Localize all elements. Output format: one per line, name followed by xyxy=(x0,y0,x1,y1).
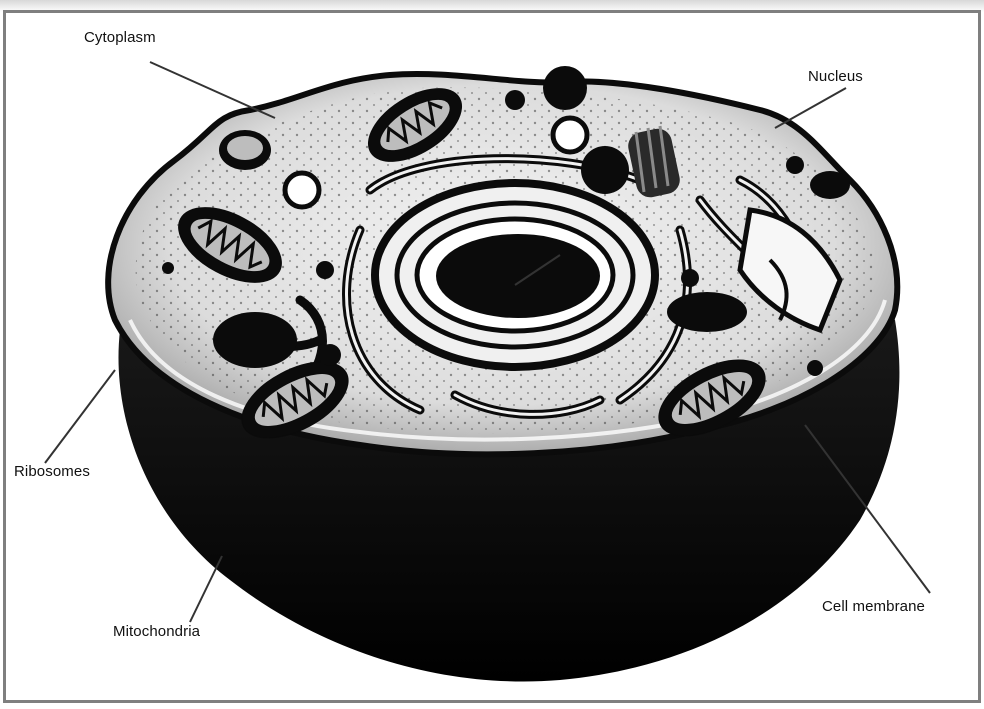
label-ribosomes: Ribosomes xyxy=(14,463,90,480)
label-mitochondria: Mitochondria xyxy=(113,623,200,640)
label-cytoplasm: Cytoplasm xyxy=(84,29,156,46)
label-cell-membrane: Cell membrane xyxy=(822,598,925,615)
label-nucleus: Nucleus xyxy=(808,68,863,85)
nucleus-organelle xyxy=(375,183,655,367)
